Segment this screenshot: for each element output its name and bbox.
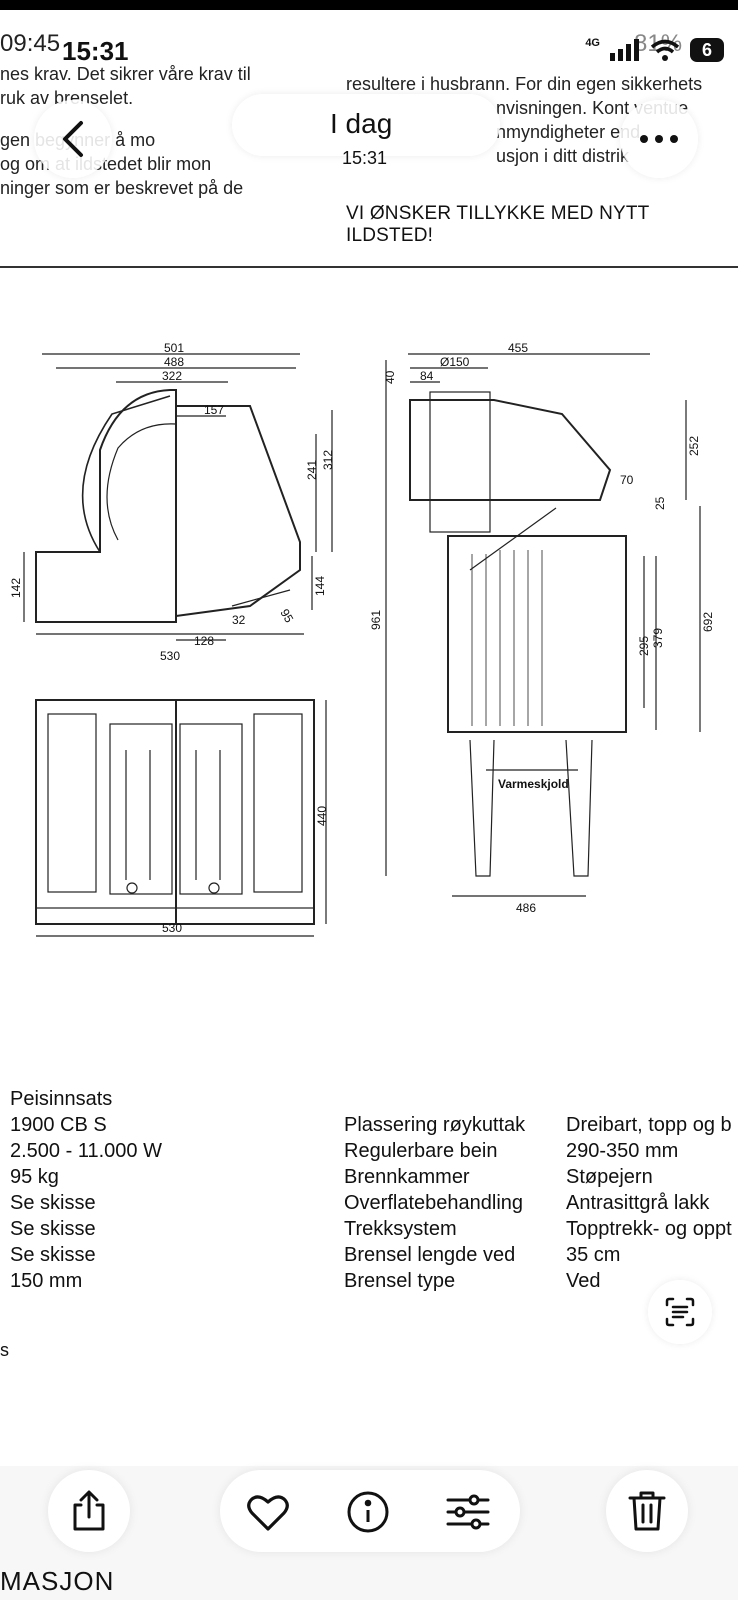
spec-cell: Brennkammer bbox=[344, 1166, 470, 1188]
dim-label: 379 bbox=[651, 628, 665, 648]
top-view-drawing: 501 488 322 157 312 241 142 144 95 32 12… bbox=[9, 341, 335, 663]
spec-cell: Peisinnsats bbox=[10, 1088, 113, 1110]
dim-label: 70 bbox=[620, 473, 634, 487]
dim-label: 252 bbox=[687, 436, 701, 456]
dim-label: Ø150 bbox=[440, 355, 470, 369]
spec-cell: 95 kg bbox=[10, 1166, 59, 1188]
adjust-button[interactable] bbox=[444, 1488, 492, 1536]
spec-cell: 290-350 mm bbox=[566, 1140, 679, 1162]
dim-label: 455 bbox=[508, 341, 528, 355]
spec-cell: 150 mm bbox=[10, 1270, 83, 1292]
front-view-drawing: 440 530 bbox=[35, 699, 329, 937]
back-button[interactable] bbox=[34, 100, 112, 178]
divider bbox=[0, 266, 738, 268]
more-button[interactable] bbox=[620, 100, 698, 178]
spec-cell: Regulerbare bein bbox=[344, 1140, 498, 1162]
live-text-button[interactable] bbox=[648, 1280, 712, 1344]
side-view-drawing: 455 Ø150 84 40 252 70 25 692 961 295 379… bbox=[369, 341, 715, 915]
info-icon bbox=[347, 1491, 389, 1533]
dim-label: 486 bbox=[516, 901, 536, 915]
spec-cell: Brensel type bbox=[344, 1270, 456, 1292]
ghost-time: 09:45 bbox=[0, 30, 61, 57]
spec-cell: 1900 CB S bbox=[10, 1114, 107, 1136]
bottom-doc-text: MASJON bbox=[0, 1566, 115, 1596]
dim-label: 312 bbox=[321, 450, 335, 470]
spec-column-values-left: Peisinnsats 1900 CB S 2.500 - 11.000 W 9… bbox=[10, 1086, 162, 1294]
battery-indicator: 6 bbox=[690, 38, 724, 62]
stray-text: s bbox=[0, 1340, 9, 1360]
trash-icon bbox=[628, 1491, 666, 1531]
technical-drawing: 501 488 322 157 312 241 142 144 95 32 12… bbox=[9, 341, 715, 937]
title-pill bbox=[232, 94, 500, 156]
dim-label: 128 bbox=[194, 634, 214, 648]
spec-cell: Brensel lengde ved bbox=[344, 1244, 516, 1266]
spec-cell: Støpejern bbox=[566, 1166, 653, 1188]
spec-column-labels: Plassering røykuttak Regulerbare bein Br… bbox=[344, 1112, 525, 1294]
wifi-icon bbox=[650, 39, 680, 61]
dim-label: 530 bbox=[160, 649, 180, 663]
dim-label: 961 bbox=[369, 610, 383, 630]
spec-cell: Overflatebehandling bbox=[344, 1192, 524, 1214]
spec-cell: Plassering røykuttak bbox=[344, 1114, 526, 1136]
dim-label: 241 bbox=[305, 460, 319, 480]
delete-button[interactable] bbox=[606, 1470, 688, 1552]
dim-label: 84 bbox=[420, 369, 434, 383]
dim-label: 95 bbox=[277, 607, 296, 626]
dim-label: 501 bbox=[164, 341, 184, 355]
top-black-strip bbox=[0, 0, 738, 10]
spec-column-values-right: Dreibart, topp og b 290-350 mm Støpejern… bbox=[566, 1112, 732, 1294]
heart-icon bbox=[247, 1495, 289, 1531]
spec-cell: 2.500 - 11.000 W bbox=[10, 1140, 162, 1162]
photo-time: 15:31 bbox=[342, 148, 388, 168]
network-label: 4G bbox=[585, 37, 600, 49]
dim-label: 40 bbox=[383, 370, 397, 384]
favorite-button[interactable] bbox=[244, 1488, 292, 1536]
spec-cell: Ved bbox=[566, 1270, 601, 1292]
dim-label: 322 bbox=[162, 369, 182, 383]
dim-label: 157 bbox=[204, 403, 224, 417]
doc-heading: VI ØNSKER TILLYKKE MED NYTT ILDSTED! bbox=[346, 203, 650, 246]
spec-cell: Topptrekk- og oppt bbox=[566, 1218, 732, 1240]
info-button[interactable] bbox=[344, 1488, 392, 1536]
dim-label: 25 bbox=[653, 496, 667, 510]
dim-label: 488 bbox=[164, 355, 184, 369]
spec-cell: Trekksystem bbox=[344, 1218, 457, 1240]
doc-text-line: usjon i ditt distrik bbox=[496, 146, 630, 166]
doc-text-line: nmyndigheter end bbox=[496, 122, 641, 142]
live-text-icon bbox=[665, 1297, 695, 1327]
signal-icon bbox=[610, 39, 639, 61]
doc-text-line: nes krav. Det sikrer våre krav til bbox=[0, 64, 251, 84]
dim-label: 144 bbox=[313, 576, 327, 596]
spec-cell: Se skisse bbox=[10, 1192, 96, 1214]
doc-text-line: ninger som er beskrevet på de bbox=[0, 178, 244, 198]
sliders-icon bbox=[446, 1494, 490, 1530]
photo-title: I dag bbox=[330, 108, 393, 139]
share-icon bbox=[73, 1490, 105, 1531]
chevron-left-icon bbox=[63, 121, 83, 157]
dim-label: 692 bbox=[701, 612, 715, 632]
dim-label: 295 bbox=[637, 636, 651, 656]
dim-label: 142 bbox=[9, 578, 23, 598]
share-button[interactable] bbox=[48, 1470, 130, 1552]
spec-cell: Antrasittgrå lakk bbox=[566, 1192, 710, 1214]
spec-cell: Se skisse bbox=[10, 1244, 96, 1266]
spec-cell: 35 cm bbox=[566, 1244, 621, 1266]
ellipsis-icon bbox=[640, 135, 678, 143]
spec-cell: Dreibart, topp og b bbox=[566, 1114, 732, 1136]
status-icons: 4G 6 bbox=[585, 36, 724, 64]
status-time: 15:31 bbox=[62, 36, 129, 66]
heat-shield-label: Varmeskjold bbox=[498, 777, 569, 791]
doc-text-line: resultere i husbrann. For din egen sikke… bbox=[346, 74, 703, 94]
spec-cell: Se skisse bbox=[10, 1218, 96, 1240]
dim-label: 32 bbox=[232, 613, 246, 627]
dim-label: 530 bbox=[162, 921, 182, 935]
dim-label: 440 bbox=[315, 806, 329, 826]
doc-text-line: ruk av brenselet. bbox=[0, 88, 134, 108]
